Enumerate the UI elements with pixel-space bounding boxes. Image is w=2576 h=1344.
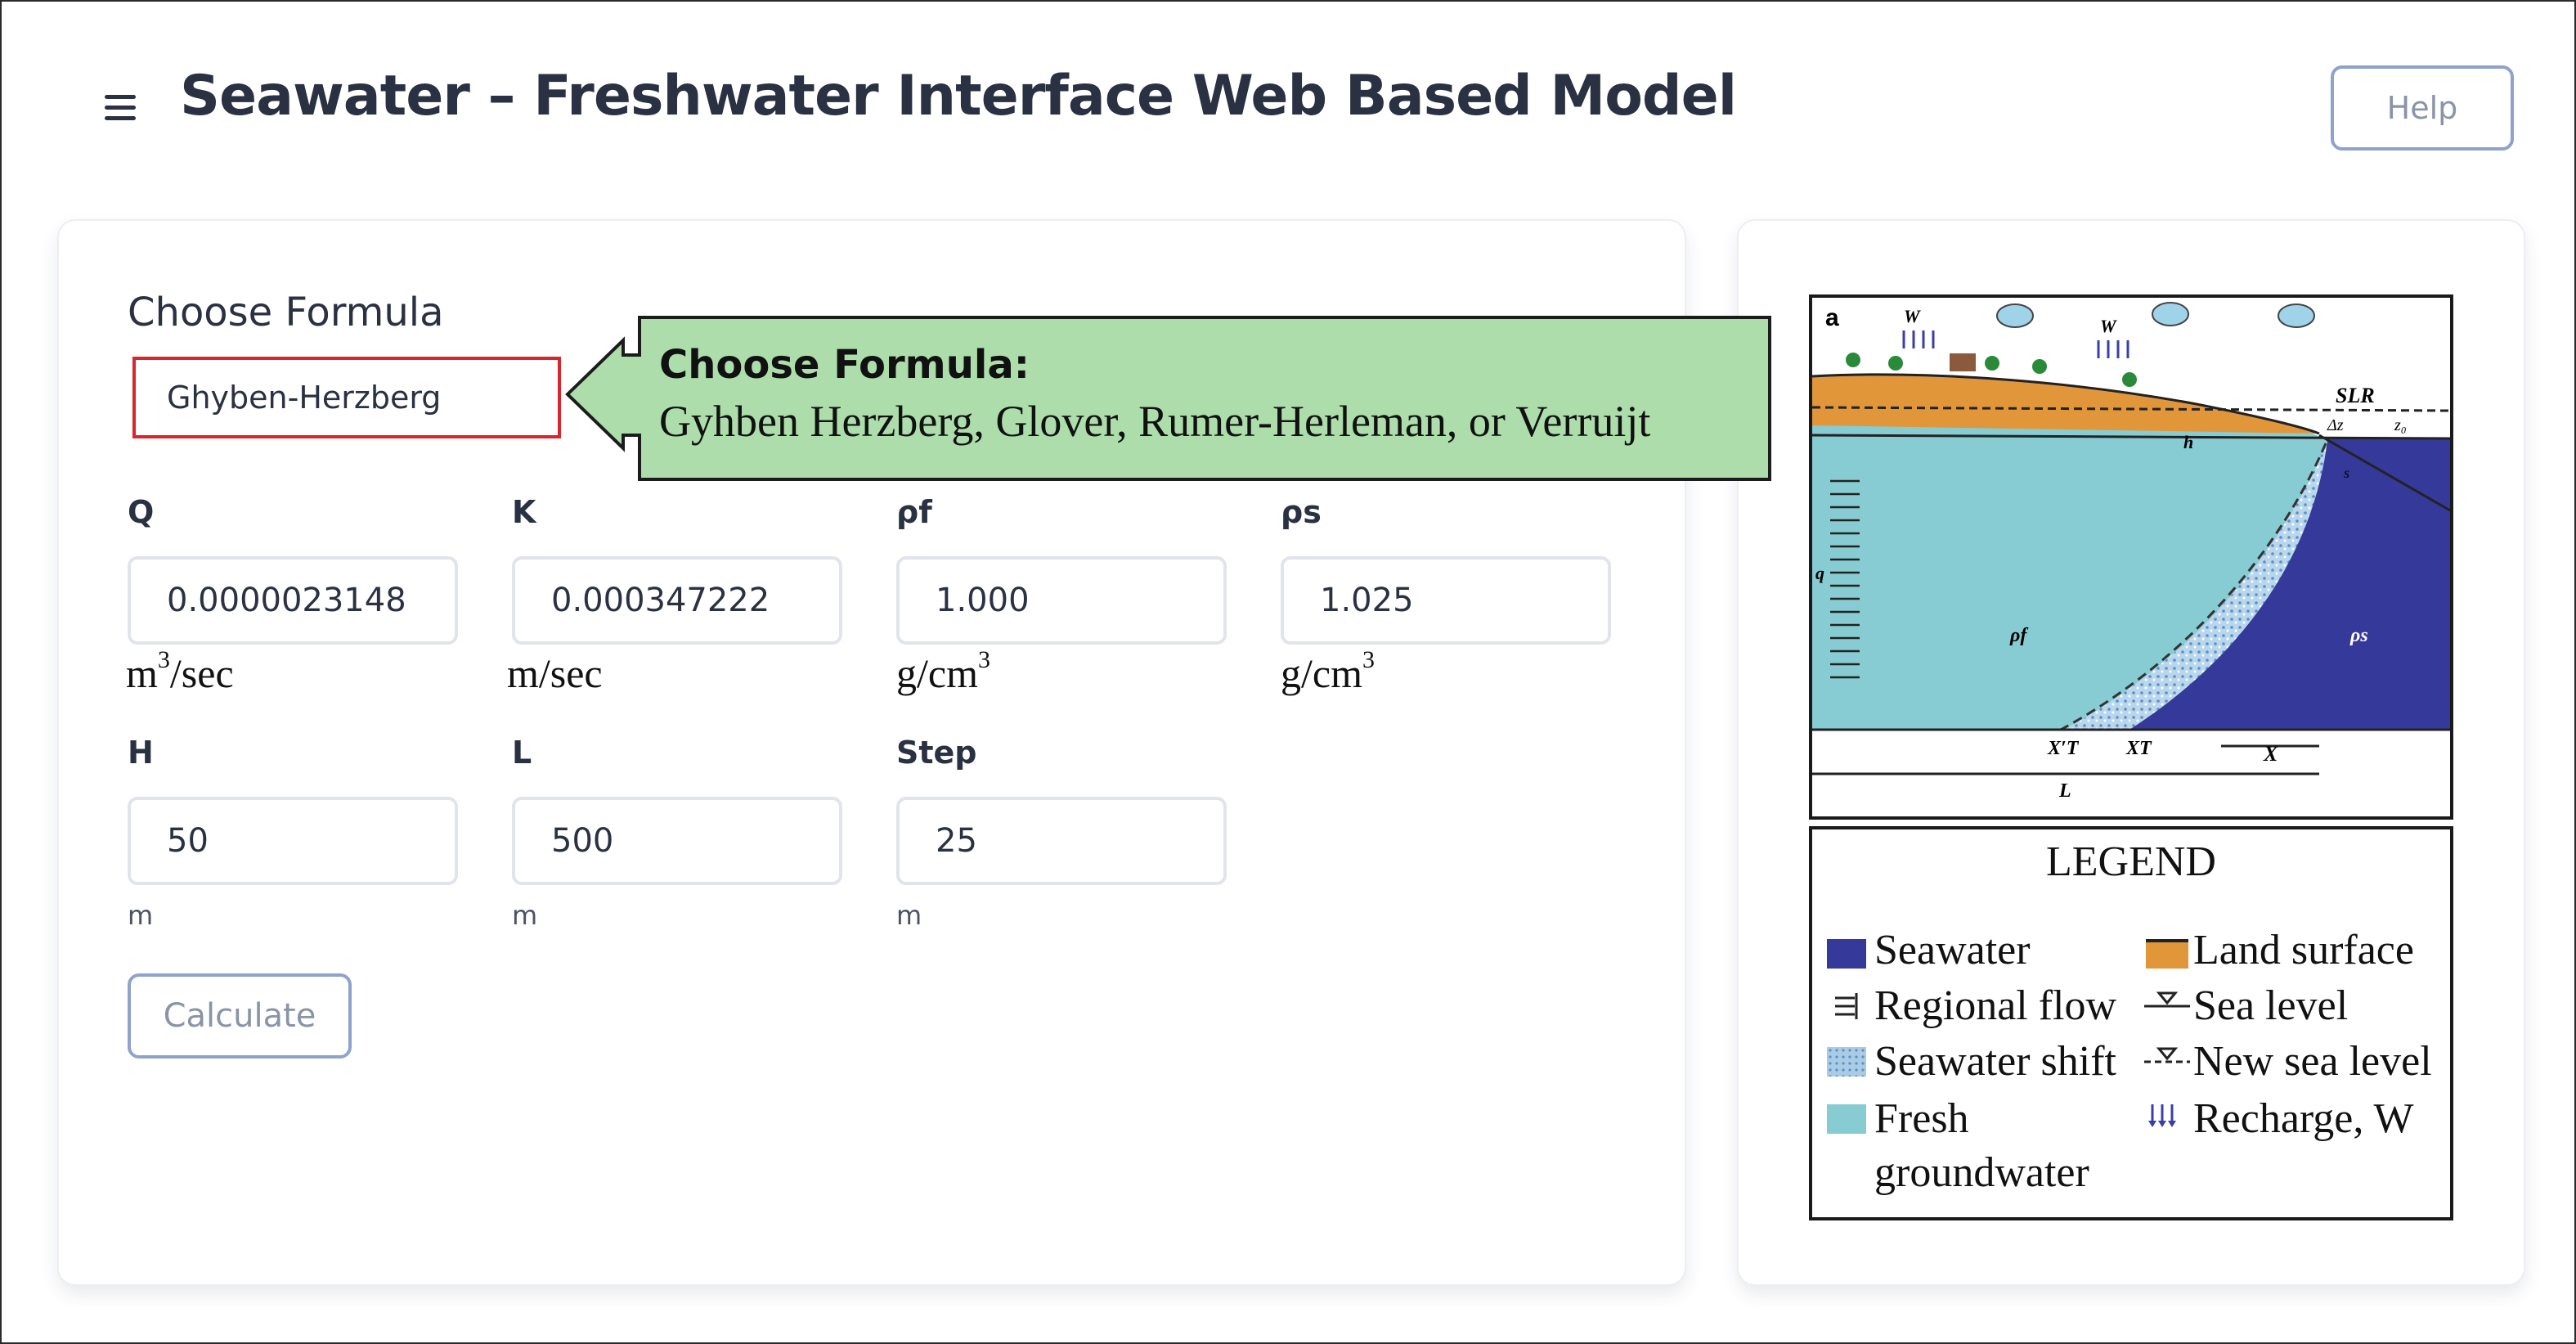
ps-unit: g/cm3 (1281, 646, 1375, 696)
interface-diagram: a W W SLR Δz z₀ h s q ρf ρs X′T XT X L (1809, 294, 2453, 820)
k-label: K (512, 494, 536, 530)
h-input[interactable] (128, 797, 458, 885)
rho-s-label: ρs (2349, 625, 2368, 646)
pf-label: ρf (896, 494, 932, 530)
h-label: H (128, 735, 154, 771)
ps-label: ρs (1281, 494, 1322, 530)
k-unit: m/sec (507, 650, 603, 696)
legend-recharge: Recharge, W (2193, 1095, 2414, 1142)
pf-unit: g/cm3 (896, 646, 990, 696)
l-input[interactable] (512, 797, 842, 885)
dz-label: Δz (2327, 416, 2344, 434)
recharge-icon (2148, 1104, 2176, 1127)
legend-groundwater: groundwater (1874, 1149, 2089, 1196)
q-input[interactable] (128, 556, 458, 645)
legend-title: LEGEND (2046, 838, 2216, 885)
callout-text: Gyhben Herzberg, Glover, Rumer-Herleman,… (659, 397, 1651, 446)
formula-select[interactable]: Ghyben-Herzberg (132, 357, 561, 438)
legend-seawater-shift: Seawater shift (1874, 1038, 2117, 1085)
page-title: Seawater – Freshwater Interface Web Base… (180, 64, 1737, 128)
xt-label: XT (2125, 738, 2152, 759)
k-input[interactable] (512, 556, 842, 645)
panel-label: a (1825, 304, 1839, 331)
fresh-groundwater-swatch (1827, 1104, 1866, 1134)
legend-regional-flow: Regional flow (1874, 982, 2117, 1029)
callout-arrow-shape (565, 316, 1771, 481)
legend-seawater: Seawater (1874, 927, 2031, 973)
tree-icons (1846, 353, 2137, 387)
step-label: Step (896, 735, 977, 771)
sea-level-icon (2144, 991, 2190, 1008)
regional-flow-icon (1835, 993, 1858, 1019)
s-label: s (2344, 465, 2349, 481)
q-label-diagram: q (1815, 563, 1824, 583)
l-label: L (512, 735, 532, 771)
w-label-2: W (2100, 316, 2117, 336)
land-surface-swatch (2146, 939, 2188, 969)
calculate-button[interactable]: Calculate (128, 973, 352, 1059)
x-label: X (2263, 742, 2278, 766)
z0-label: z₀ (2394, 416, 2407, 434)
seawater-shift-region (2064, 440, 2327, 730)
cloud-icons (1996, 302, 2315, 328)
step-input[interactable] (896, 797, 1227, 885)
pf-input[interactable] (896, 556, 1227, 645)
formula-callout: Choose Formula: Gyhben Herzberg, Glover,… (564, 312, 1775, 484)
new-sea-level-icon (2144, 1047, 2190, 1063)
q-label: Q (128, 494, 155, 530)
diagram-legend: LEGEND Seawater Land surface Regional fl… (1809, 826, 2453, 1220)
callout-heading: Choose Formula: (659, 342, 1030, 388)
old-interface-line (2060, 443, 2327, 731)
legend-land-surface: Land surface (2193, 927, 2414, 973)
seawater-shift-swatch (1827, 1047, 1866, 1077)
legend-sea-level: Sea level (2193, 982, 2349, 1029)
sea-level-line (1812, 434, 2450, 440)
w-label-1: W (1904, 306, 1921, 326)
house-icon (1950, 353, 1976, 371)
formula-select-value: Ghyben-Herzberg (167, 380, 442, 416)
fresh-groundwater-region (1812, 420, 2327, 730)
h-label-diagram: h (2183, 432, 2193, 452)
new-sea-level-line (1812, 406, 2450, 412)
xt-prime-label: X′T (2047, 738, 2080, 759)
h-unit: m (128, 900, 154, 931)
regional-flow-arrows (1830, 479, 1860, 679)
choose-formula-label: Choose Formula (128, 290, 444, 335)
q-unit: m3/sec (126, 646, 234, 696)
help-button[interactable]: Help (2331, 65, 2514, 151)
land-surface-region (1812, 374, 2319, 434)
legend-new-sea-level: New sea level (2193, 1038, 2432, 1085)
legend-fresh: Fresh (1874, 1095, 1969, 1142)
rho-f-label: ρf (2009, 625, 2028, 646)
ps-input[interactable] (1281, 556, 1611, 645)
recharge-arrows (1902, 330, 2129, 358)
slr-label: SLR (2336, 384, 2375, 407)
l-label-diagram: L (2058, 780, 2071, 802)
l-unit: m (512, 900, 538, 931)
step-unit: m (896, 900, 922, 931)
menu-icon[interactable] (101, 92, 139, 124)
seawater-swatch (1827, 939, 1866, 969)
